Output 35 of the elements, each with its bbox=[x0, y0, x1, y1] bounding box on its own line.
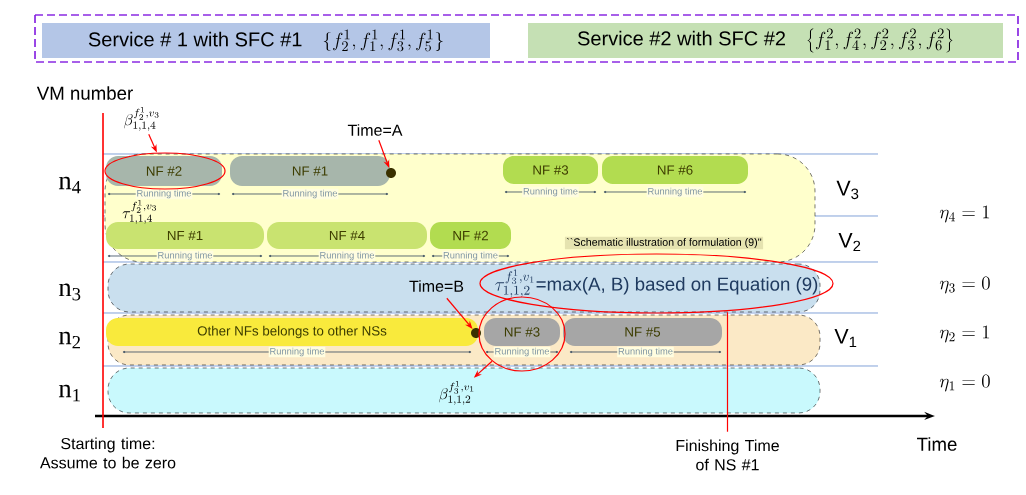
vm-label: V$_{1}$ bbox=[834, 328, 857, 348]
caption-text: Finishing Time of NS #1 bbox=[676, 439, 779, 471]
nf-box: NF #2 bbox=[430, 222, 511, 249]
nf-box: NF #1 bbox=[230, 156, 390, 186]
vm-label: V$_{3}$ bbox=[836, 180, 859, 200]
vm-band bbox=[107, 367, 821, 414]
formula-label: $\beta_{1,1,2}^{f_3^1,v_1}$ bbox=[439, 381, 474, 405]
row-label: n$_{2}$ bbox=[58, 331, 80, 349]
row-label: n$_{1}$ bbox=[58, 384, 80, 402]
formula-label: $\eta_4 = 1$ bbox=[939, 205, 990, 223]
axis-title: VM number bbox=[36, 86, 133, 100]
formula-label: $\beta_{1,1,4}^{f_2^1,v_3}$ bbox=[124, 107, 159, 131]
nf-box: NF #6 bbox=[602, 156, 748, 184]
leader-line bbox=[726, 311, 729, 433]
service-box: Service # 1 with SFC #1 $\{f_2^1 ,f_1^1, f_3^1,f_5^1\}$ bbox=[42, 23, 490, 58]
service-box: Service #2 with SFC #2 $\left\{f_1^2, f_4^2 ,f_2^2 ,f_3^2, f_6^2\right\}$ bbox=[528, 23, 1003, 58]
nf-box: Other NFs belongs to other NSs bbox=[106, 318, 478, 346]
nf-box: NF #3 bbox=[503, 156, 598, 184]
formula-label: $\eta_1 = 0$ bbox=[939, 374, 990, 392]
row-label: n$_{3}$ bbox=[58, 283, 81, 301]
formula-label: $\eta_3 = 0$ bbox=[939, 276, 990, 294]
time-label: Time=B bbox=[409, 280, 464, 292]
highlight-circle bbox=[478, 296, 566, 372]
nf-box: NF #4 bbox=[267, 222, 427, 249]
nf-box: NF #5 bbox=[563, 318, 722, 346]
caption-text: Starting time: Assume to be zero bbox=[40, 437, 176, 469]
vm-label: V$_{2}$ bbox=[838, 232, 861, 252]
row-label: n$_{4}$ bbox=[58, 176, 81, 194]
nf-box: NF #2 bbox=[106, 156, 222, 186]
time-label: Time=A bbox=[347, 124, 403, 136]
formula-label: $\eta_2 = 1$ bbox=[939, 325, 990, 343]
formula-label: $\tau_{1,1,4}^{f_2^1,v_3}$ bbox=[122, 200, 156, 224]
axis-title: Time bbox=[917, 437, 957, 451]
vm-band bbox=[107, 263, 821, 313]
arrow bbox=[446, 297, 473, 329]
